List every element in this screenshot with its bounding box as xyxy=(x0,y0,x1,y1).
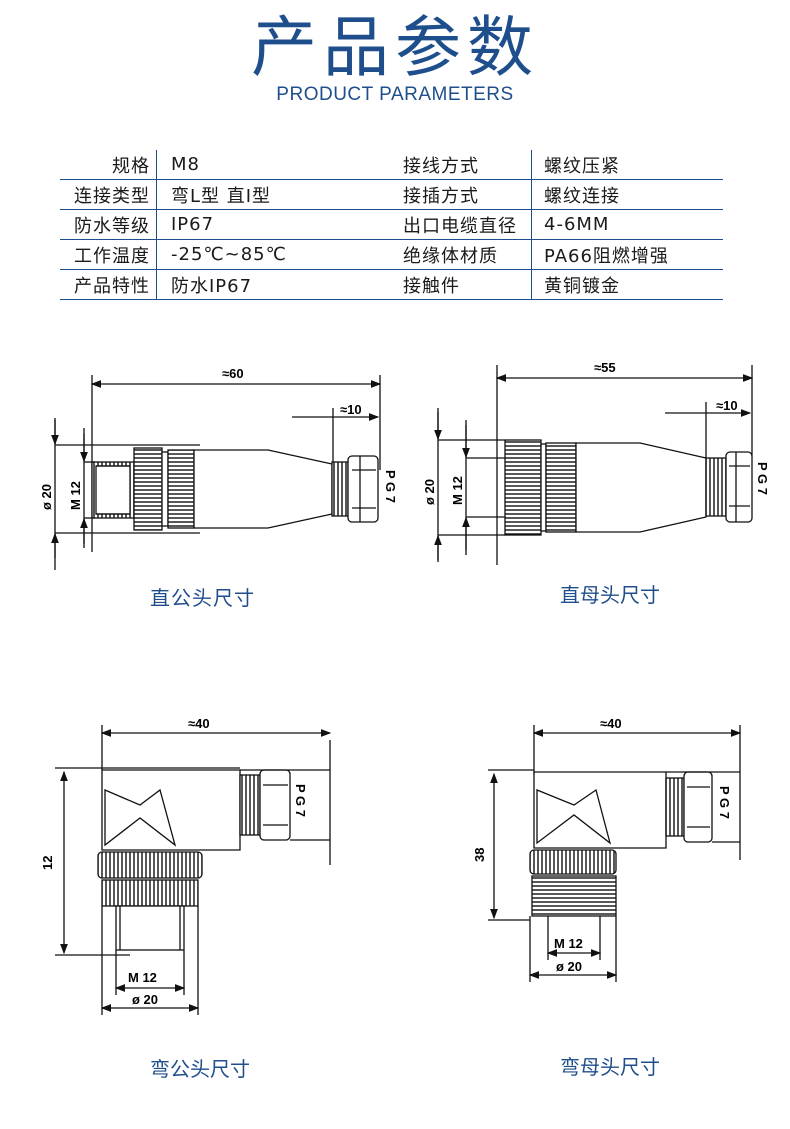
param-value: 4-6MM xyxy=(531,209,723,240)
param-label: 规格 xyxy=(60,150,157,180)
page-subtitle: PRODUCT PARAMETERS xyxy=(276,84,514,105)
param-value: -25℃~85℃ xyxy=(156,239,391,270)
param-label: 接线方式 xyxy=(391,150,532,180)
param-label: 接触件 xyxy=(391,269,532,300)
dim-height: 38 xyxy=(472,848,487,862)
drawing-angle-female xyxy=(488,725,742,982)
dim-diameter: ø 20 xyxy=(556,959,582,974)
page-title: 产品参数 xyxy=(251,9,539,86)
params-table: 规格 M8 接线方式 螺纹压紧 连接类型 弯L型 直I型 接插方式 螺纹连接 防… xyxy=(60,150,723,300)
param-value: 螺纹压紧 xyxy=(531,150,723,180)
param-value: 黄铜镀金 xyxy=(531,269,723,300)
table-row: 产品特性 防水IP67 接触件 黄铜镀金 xyxy=(60,269,723,300)
dim-cable: ≈10 xyxy=(340,402,362,417)
dim-gland: P G 7 xyxy=(717,786,732,819)
dim-thread: M 12 xyxy=(68,481,83,510)
table-row: 连接类型 弯L型 直I型 接插方式 螺纹连接 xyxy=(60,179,723,210)
param-value: IP67 xyxy=(156,209,391,240)
caption-straight-male: 直公头尺寸 xyxy=(150,586,255,610)
drawing-straight-female xyxy=(434,365,754,565)
param-label: 接插方式 xyxy=(391,179,532,210)
param-label: 工作温度 xyxy=(60,239,157,270)
param-value: PA66阻燃增强 xyxy=(531,239,723,270)
dim-diameter: ø 20 xyxy=(39,484,54,510)
param-label: 绝缘体材质 xyxy=(391,239,532,270)
param-label: 连接类型 xyxy=(60,179,157,210)
dim-height: 12 xyxy=(40,856,55,870)
dim-diameter: ø 20 xyxy=(422,479,437,505)
dim-gland: P G 7 xyxy=(293,784,308,817)
drawing-straight-male xyxy=(51,375,382,570)
param-value: 防水IP67 xyxy=(156,269,391,300)
dim-gland: P G 7 xyxy=(755,462,770,495)
dim-gland: P G 7 xyxy=(383,470,398,503)
dim-diameter: ø 20 xyxy=(132,992,158,1007)
caption-straight-female: 直母头尺寸 xyxy=(560,583,660,607)
param-value: M8 xyxy=(156,150,391,180)
table-row: 防水等级 IP67 出口电缆直径 4-6MM xyxy=(60,209,723,240)
dim-cable: ≈10 xyxy=(716,398,738,413)
table-row: 工作温度 -25℃~85℃ 绝缘体材质 PA66阻燃增强 xyxy=(60,239,723,270)
dim-length: ≈55 xyxy=(594,360,616,375)
caption-angle-male: 弯公头尺寸 xyxy=(150,1057,250,1081)
dim-length: ≈60 xyxy=(222,366,244,381)
dim-length: ≈40 xyxy=(188,716,210,731)
dim-length: ≈40 xyxy=(600,716,622,731)
dim-thread: M 12 xyxy=(128,970,157,985)
param-value: 弯L型 直I型 xyxy=(156,179,391,210)
param-label: 防水等级 xyxy=(60,209,157,240)
param-value: 螺纹连接 xyxy=(531,179,723,210)
caption-angle-female: 弯母头尺寸 xyxy=(560,1055,660,1079)
table-row: 规格 M8 接线方式 螺纹压紧 xyxy=(60,150,723,180)
dim-thread: M 12 xyxy=(554,936,583,951)
dim-thread: M 12 xyxy=(450,476,465,505)
param-label: 产品特性 xyxy=(60,269,157,300)
param-label: 出口电缆直径 xyxy=(391,209,532,240)
drawing-angle-male xyxy=(55,725,332,1015)
